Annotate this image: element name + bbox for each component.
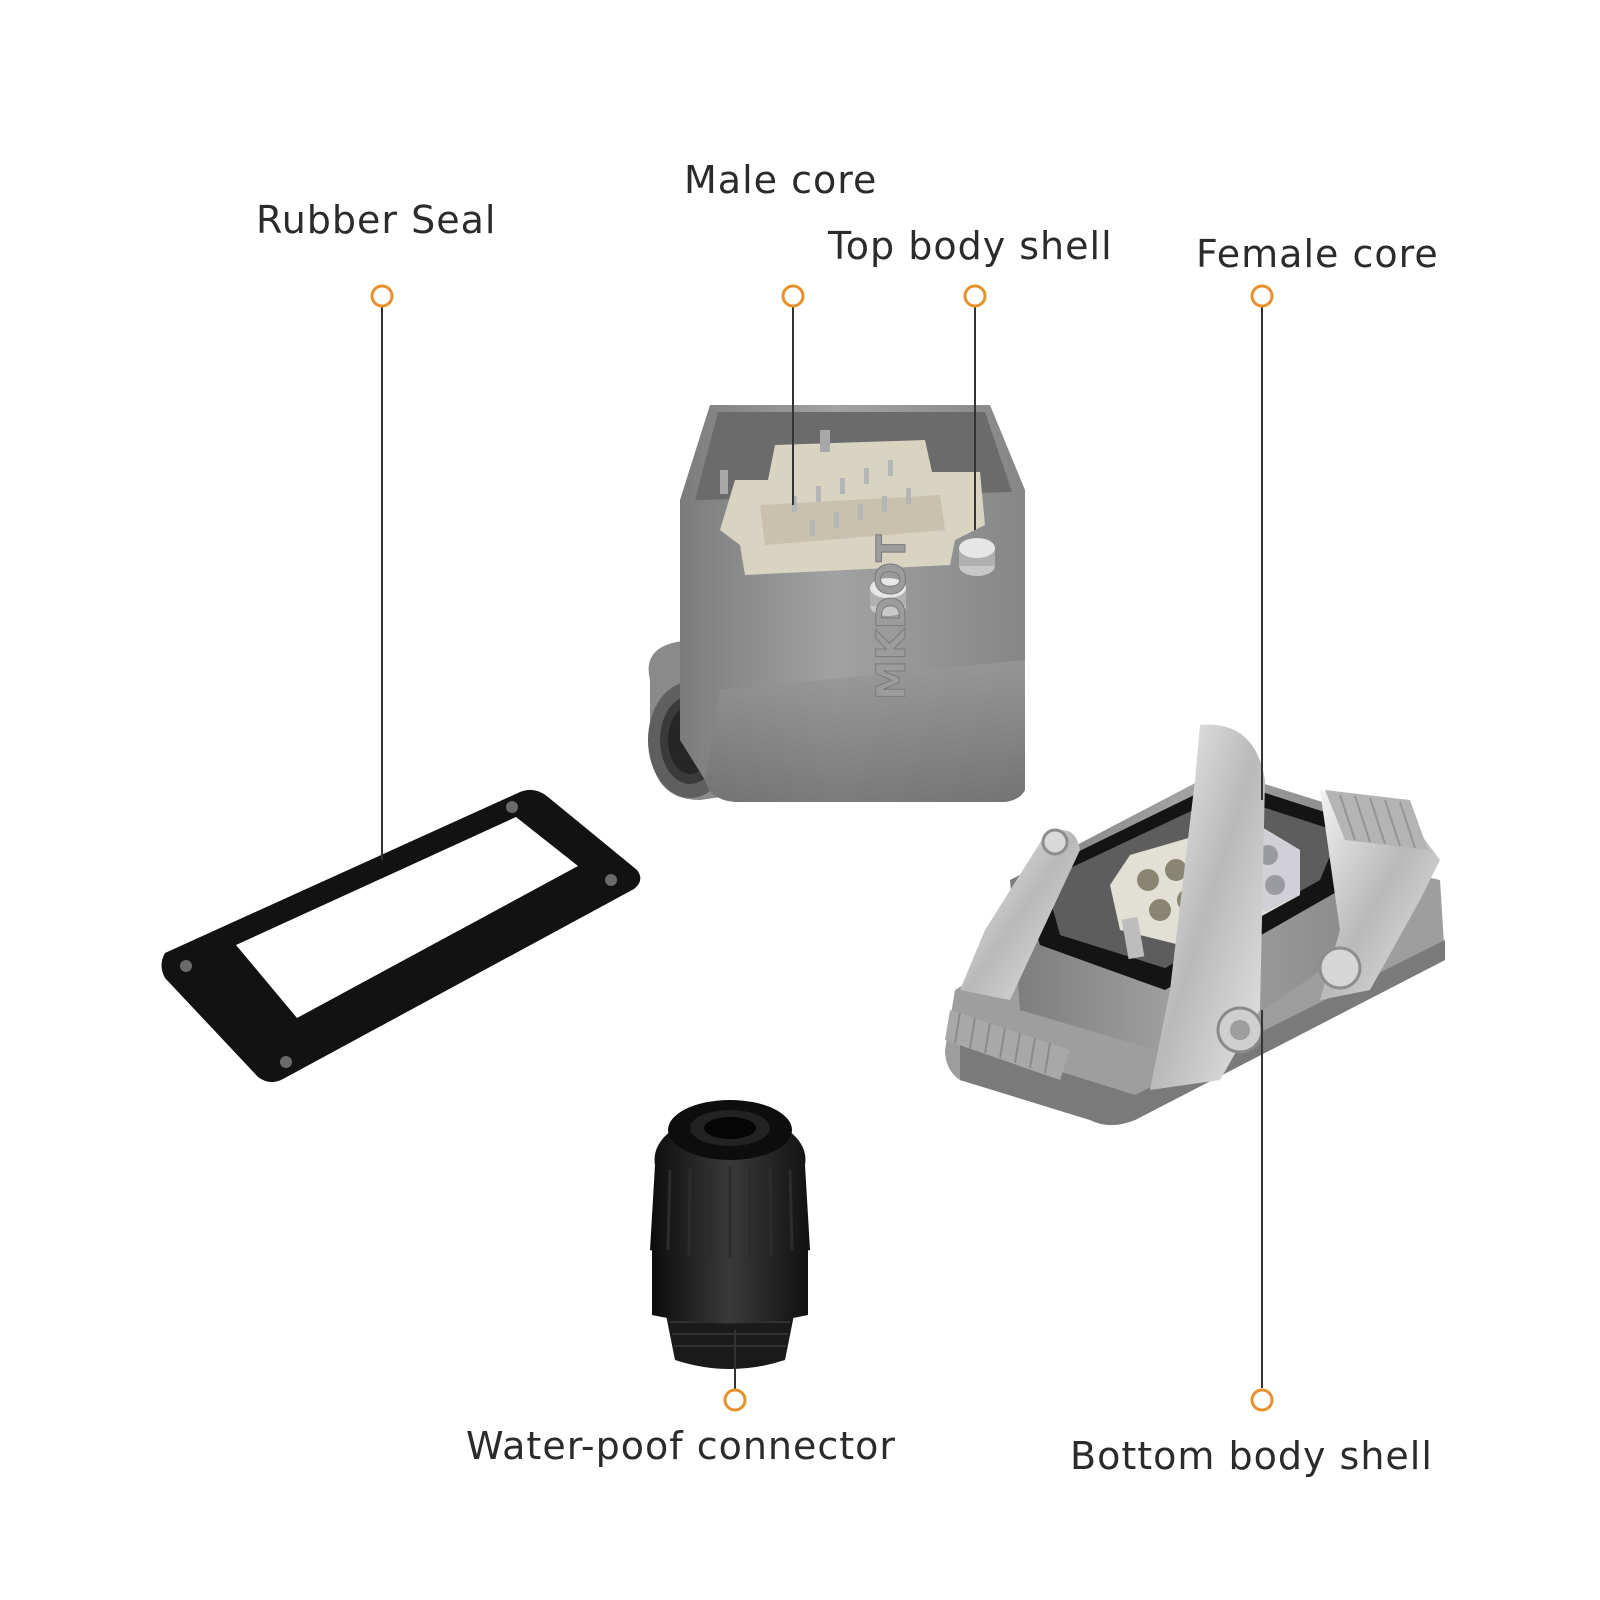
rubber-seal-gasket <box>161 789 641 1083</box>
label-male-core: Male core <box>684 158 878 202</box>
marker-waterproof-connector <box>723 1388 747 1412</box>
marker-female-core <box>1250 284 1274 308</box>
leader-lines <box>381 306 1263 1390</box>
marker-top-body-shell <box>963 284 987 308</box>
label-top-body-shell: Top body shell <box>828 224 1113 268</box>
marker-bottom-body-shell <box>1250 1388 1274 1412</box>
marker-male-core <box>781 284 805 308</box>
label-rubber-seal: Rubber Seal <box>256 198 497 242</box>
label-female-core: Female core <box>1196 232 1439 276</box>
waterproof-connector-gland <box>650 1100 810 1369</box>
top-body-shell: MKDOT <box>648 405 1025 802</box>
marker-rubber-seal <box>370 284 394 308</box>
bottom-body-shell <box>945 724 1445 1125</box>
label-bottom-body-shell: Bottom body shell <box>1070 1434 1433 1478</box>
callout-markers <box>370 284 1274 1412</box>
label-waterproof-connector: Water-poof connector <box>466 1424 897 1468</box>
housing-brand-text: MKDOT <box>869 534 915 700</box>
